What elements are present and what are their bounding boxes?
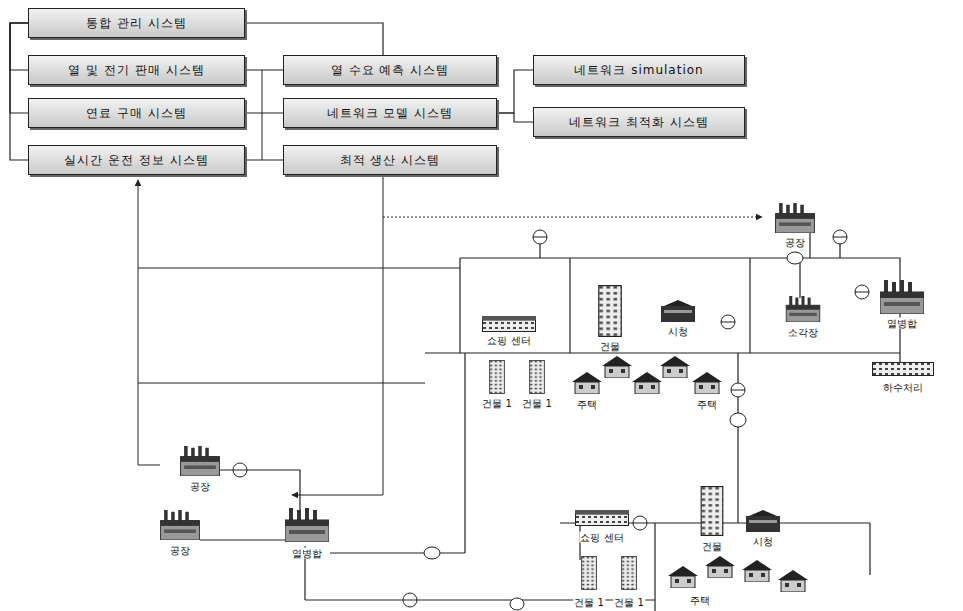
building-icon-part <box>746 510 780 532</box>
connector-line <box>245 69 283 70</box>
connector-line <box>10 23 28 113</box>
building-label: 하수처리 <box>882 382 924 393</box>
system-box: 열 및 전기 판매 시스템 <box>28 55 245 85</box>
connector-line <box>10 23 28 160</box>
system-box: 열 수요 예측 시스템 <box>283 55 497 85</box>
box-label: 연료 구매 시스템 <box>86 105 187 122</box>
building-label: 소각장 <box>787 327 819 338</box>
gauge-symbol-part <box>233 237 869 600</box>
building-label: 시청 <box>752 536 774 547</box>
data-flow-line-part <box>262 70 263 160</box>
building-label: 공장 <box>189 481 211 492</box>
building-label: 공장 <box>784 237 806 248</box>
data-flow-line-part <box>138 180 139 465</box>
building-label: 열병합 <box>291 548 323 559</box>
data-flow-lines <box>138 70 762 495</box>
pump-symbol-part <box>424 547 440 559</box>
building-icon-part <box>161 510 200 540</box>
building-label: 시청 <box>667 326 689 337</box>
pump-symbol-part <box>787 252 803 264</box>
box-label: 실시간 운전 정보 시스템 <box>64 152 208 169</box>
building-icon-part <box>582 556 597 589</box>
building-icon-part <box>705 556 735 578</box>
system-box: 네트워크 모델 시스템 <box>283 98 497 128</box>
box-label: 네트워크 모델 시스템 <box>327 105 454 122</box>
box-label: 열 수요 예측 시스템 <box>331 62 449 79</box>
system-box: 실시간 운전 정보 시스템 <box>28 145 245 175</box>
building-label: 쇼핑 센터 <box>579 532 624 543</box>
building-label: 건물 1 <box>521 398 553 409</box>
data-flow-line-part <box>138 268 460 465</box>
building-label: 주택 <box>696 399 718 410</box>
pipe-network <box>200 233 922 611</box>
building-icon-part <box>660 356 690 378</box>
building-icon-part <box>880 280 924 314</box>
connector-line <box>245 112 283 113</box>
pump-symbol-part <box>510 598 524 610</box>
pipe-network-part <box>425 233 922 362</box>
pump-symbols <box>424 252 803 610</box>
system-box: 통합 관리 시스템 <box>28 8 245 38</box>
building-icon-part <box>661 300 695 322</box>
building-icon-part <box>285 508 329 542</box>
building-icon-part <box>575 510 629 526</box>
system-box: 최적 생산 시스템 <box>283 145 497 175</box>
building-icon-part <box>668 566 698 588</box>
building-icon-part <box>572 372 602 394</box>
building-label: 건물 1 <box>613 597 645 608</box>
data-flow-line-part <box>383 217 762 218</box>
building-icon-part <box>701 487 723 536</box>
connector-line <box>10 23 28 70</box>
connector-line <box>245 23 383 55</box>
building-label: 건물 1 <box>481 398 513 409</box>
pump-symbol-part <box>730 413 746 427</box>
building-icon-part <box>778 570 808 592</box>
building-label: 공장 <box>169 545 191 556</box>
building-label: 주택 <box>576 399 598 410</box>
building-label: 건물 <box>701 541 723 552</box>
building-label: 쇼핑 센터 <box>486 335 531 346</box>
system-box: 연료 구매 시스템 <box>28 98 245 128</box>
building-icon-part <box>490 360 505 393</box>
building-icon-part <box>530 360 545 393</box>
box-label: 네트워크 최적화 시스템 <box>569 114 709 131</box>
building-icon-part <box>873 363 934 376</box>
system-box: 네트워크 최적화 시스템 <box>533 107 745 137</box>
building-icon-part <box>599 286 621 337</box>
connector-line <box>497 113 533 122</box>
box-label: 열 및 전기 판매 시스템 <box>68 62 204 79</box>
pipe-network-part <box>200 353 870 611</box>
building-icons <box>161 203 934 592</box>
building-icon-part <box>482 316 536 332</box>
building-icon-part <box>786 296 820 322</box>
connector-line <box>245 159 283 160</box>
gauge-symbols <box>233 230 869 607</box>
building-label: 건물 1 <box>573 597 605 608</box>
system-box: 네트워크 simulation <box>533 55 745 85</box>
building-icon-part <box>602 356 632 378</box>
building-icon-part <box>632 372 662 394</box>
building-icon-part <box>776 203 815 233</box>
building-label: 건물 <box>599 341 621 352</box>
data-flow-line-part <box>292 175 383 495</box>
building-icon-part <box>622 556 637 589</box>
building-icon-part <box>742 560 772 582</box>
box-label: 최적 생산 시스템 <box>340 152 441 169</box>
connector-line <box>497 70 533 113</box>
building-icon-part <box>692 372 722 394</box>
building-label: 주택 <box>689 595 711 606</box>
building-label: 열병합 <box>886 318 918 329</box>
building-icon-part <box>181 446 220 476</box>
box-label: 통합 관리 시스템 <box>86 15 187 32</box>
box-label: 네트워크 simulation <box>574 62 703 79</box>
